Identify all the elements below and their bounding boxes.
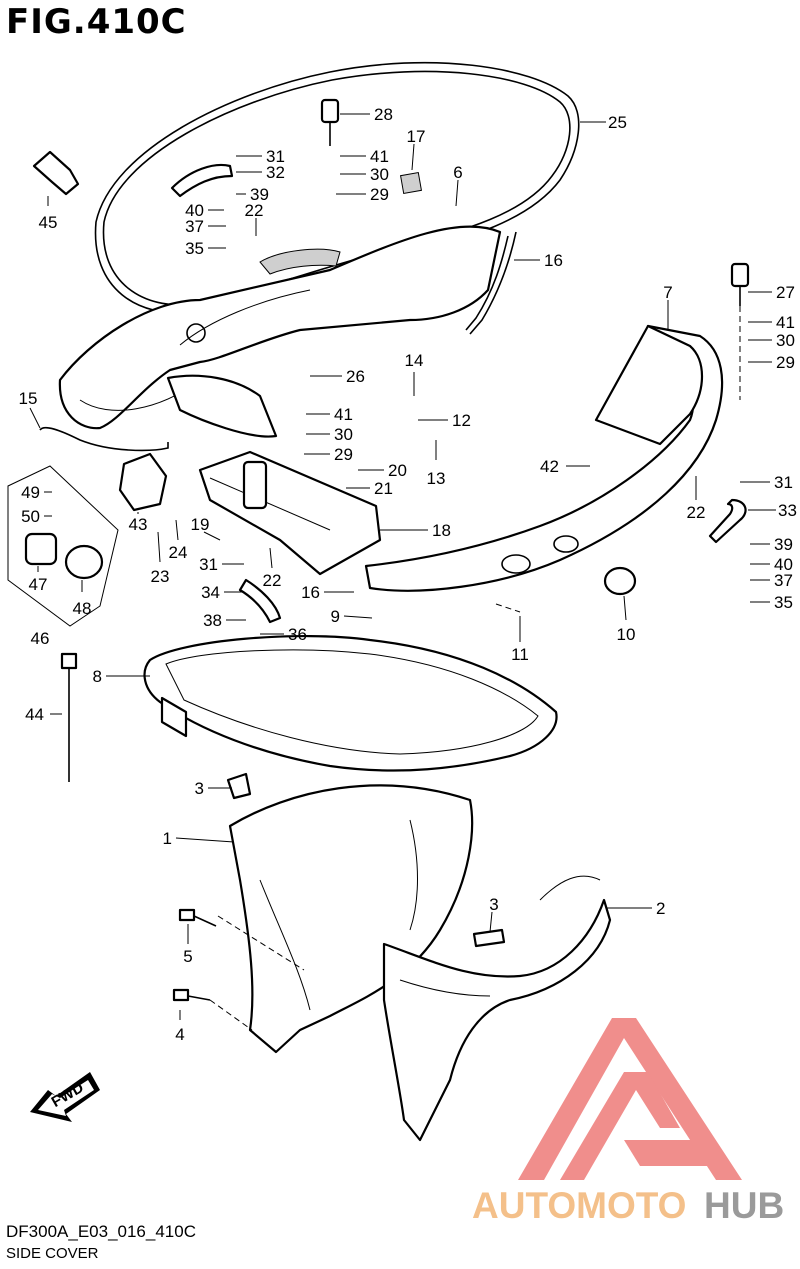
callout-label: 50 [21,507,40,526]
callout-label: 12 [452,411,471,430]
callout-label: 49 [21,483,40,502]
callout-label: 22 [245,201,264,220]
callout-label: 1 [163,829,172,848]
callout-label: 31 [774,473,793,492]
footer-name: SIDE COVER [6,1245,99,1262]
watermark-part1: AUTOMOTO [472,1185,686,1226]
callout-label: 5 [183,947,192,966]
callout-label: 23 [151,567,170,586]
callout-label: 3 [489,895,498,914]
callout-label: 27 [776,283,795,302]
lower-side-cover-2 [382,875,612,1142]
callout-label: 13 [427,469,446,488]
callout-label: 47 [29,575,48,594]
callout-label: 41 [334,405,353,424]
seal-15 [39,426,169,452]
rear-cover-7 [364,324,724,596]
callout-label: 24 [169,543,188,562]
callout-label: 36 [288,625,307,644]
callout-label: 40 [185,201,204,220]
callout-label: 35 [774,593,793,612]
lower-side-cover-1 [228,784,474,1054]
callout-label: 20 [388,461,407,480]
callout-label: 30 [334,425,353,444]
plug-10 [603,566,637,596]
callouts: 1 2 3 3 4 5 6 7 8 9 10 11 12 13 14 15 16… [19,105,797,1044]
callout-label: 48 [73,599,92,618]
figure-title: FIG.410C [6,2,187,42]
callout-label: 31 [266,147,285,166]
leader-dashes [209,306,741,1031]
kit-box-46 [7,465,119,627]
bracket-18 [198,450,382,576]
callout-label: 29 [334,445,353,464]
callout-label: 26 [346,367,365,386]
callout-label: 22 [263,571,282,590]
small-parts [24,98,750,1002]
seal-16-upper [465,231,517,335]
callout-label: 6 [453,163,462,182]
callout-label: 8 [93,667,102,686]
footer-code: DF300A_E03_016_410C [6,1222,196,1241]
callout-label: 41 [776,313,795,332]
callout-label: 29 [776,353,795,372]
callout-label: 22 [687,503,706,522]
callout-label: 16 [544,251,563,270]
callout-label: 19 [191,515,210,534]
callout-label: 44 [25,705,44,724]
callout-label: 42 [540,457,559,476]
callout-label: 21 [374,479,393,498]
callout-label: 25 [608,113,627,132]
callout-label: 4 [175,1025,184,1044]
watermark-text: AUTOMOTO HUB [472,1185,784,1226]
callout-label: 39 [774,535,793,554]
callout-label: 30 [776,331,795,350]
upper-side-cover-6 [58,225,502,438]
callout-label: 33 [778,501,797,520]
callout-label: 37 [185,217,204,236]
callout-label: 46 [31,629,50,648]
callout-label: 30 [370,165,389,184]
callout-label: 43 [129,515,148,534]
callout-label: 31 [199,555,218,574]
callout-label: 32 [266,163,285,182]
callout-label: 39 [250,185,269,204]
callout-label: 11 [511,645,529,664]
callout-label: 2 [656,899,665,918]
lower-seal-8 [143,634,558,772]
callout-label: 3 [195,779,204,798]
callout-label: 28 [374,105,393,124]
callout-label: 41 [370,147,389,166]
watermark-logo [518,1018,742,1180]
callout-label: 38 [203,611,222,630]
callout-label: 16 [301,583,320,602]
callout-label: 10 [617,625,636,644]
callout-label: 17 [407,127,426,146]
callout-label: 15 [19,389,38,408]
callout-label: 45 [39,213,58,232]
callout-label: 35 [185,239,204,258]
callout-label: 7 [663,283,672,302]
callout-label: 18 [432,521,451,540]
callout-label: 34 [201,583,220,602]
callout-label: 37 [774,571,793,590]
watermark-part2: HUB [704,1185,784,1226]
callout-label: 14 [405,351,424,370]
fwd-arrow: FWD [30,1072,100,1122]
callout-label: 40 [774,555,793,574]
callout-label: 29 [370,185,389,204]
callout-label: 9 [331,607,340,626]
